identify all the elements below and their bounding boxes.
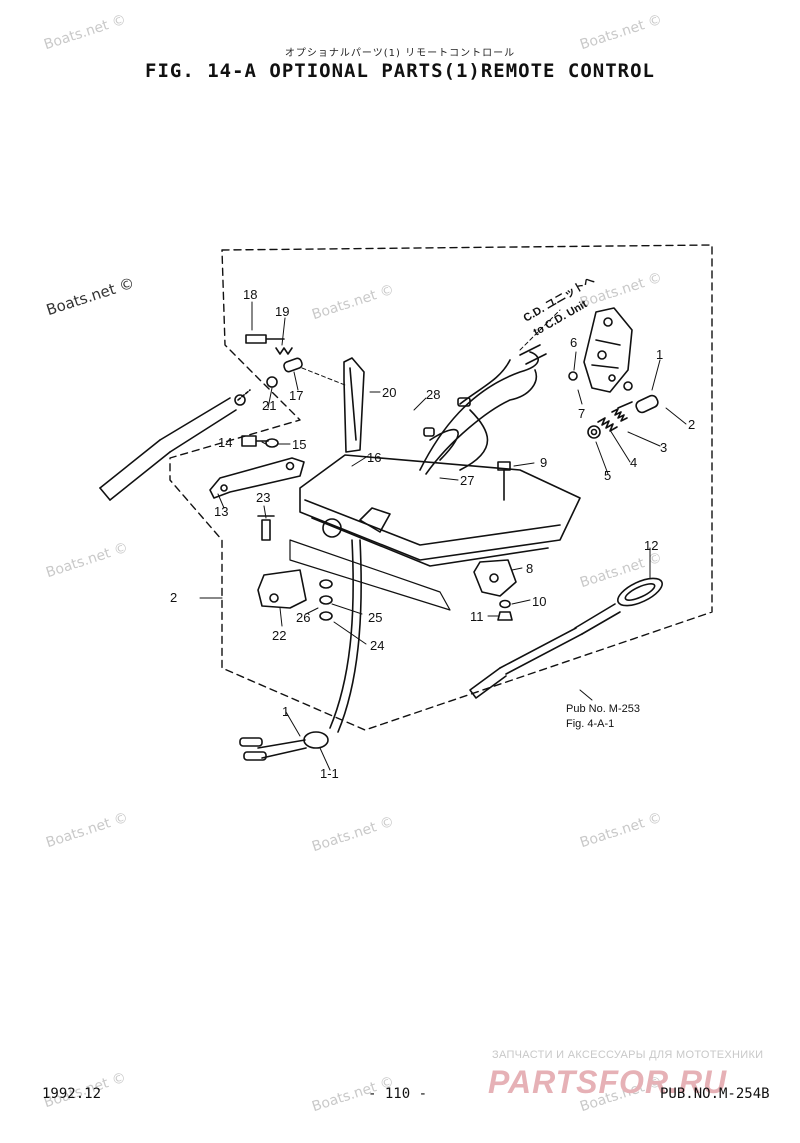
callout-6: 6	[570, 335, 577, 350]
callout-16: 16	[367, 450, 381, 465]
callout-3: 3	[660, 440, 667, 455]
callout-17: 17	[289, 388, 303, 403]
cable-bracket-part	[209, 457, 305, 499]
upper-fastener-set	[245, 334, 346, 388]
callout-15: 15	[292, 437, 306, 452]
callout-18: 18	[243, 287, 257, 302]
shop-tagline: ЗАПЧАСТИ И АКСЕССУАРЫ ДЛЯ МОТОТЕХНИКИ	[492, 1049, 764, 1061]
callout-26: 26	[296, 610, 310, 625]
mount-bracket-8	[473, 559, 517, 621]
callout-2-upper: 2	[688, 417, 695, 432]
callout-1-upper: 1	[656, 347, 663, 362]
callout-7: 7	[578, 406, 585, 421]
callout-13: 13	[214, 504, 228, 519]
leader-lines	[199, 301, 687, 771]
callout-27: 27	[460, 473, 474, 488]
callout-labels: 18 19 21 17 20 28 16 27 9 6 7 1 2 3 4 5 …	[170, 273, 695, 781]
callout-5: 5	[604, 468, 611, 483]
callout-25: 25	[368, 610, 382, 625]
callout-14: 14	[218, 435, 232, 450]
wiring-harness	[419, 344, 547, 475]
callout-10: 10	[532, 594, 546, 609]
callout-24: 24	[370, 638, 384, 653]
callout-20: 20	[382, 385, 396, 400]
pub-reference: Pub No. M-253	[566, 703, 640, 715]
footer-page-number: - 110 -	[368, 1086, 428, 1102]
figure-title: FIG. 14-A OPTIONAL PARTS(1)REMOTE CONTRO…	[145, 60, 655, 82]
control-lever-part	[343, 357, 365, 453]
fig-reference: Fig. 4-A-1	[566, 718, 614, 730]
callout-1: 1	[282, 704, 289, 719]
shop-logo: PARTSFOR.RU	[488, 1064, 728, 1100]
callout-8: 8	[526, 561, 533, 576]
throttle-cable-left	[99, 389, 251, 501]
callout-28: 28	[426, 387, 440, 402]
lower-bracket-part	[257, 515, 333, 621]
bolt-washer-pair	[241, 435, 279, 448]
title-japanese: オプショナルパーツ(1) リモートコントロール	[284, 48, 516, 59]
callout-21: 21	[262, 398, 276, 413]
shift-cable-right	[469, 577, 663, 699]
callout-4: 4	[630, 455, 637, 470]
callout-11: 11	[470, 609, 484, 624]
bracket-plate-part	[583, 307, 633, 393]
callout-12: 12	[644, 538, 658, 553]
remote-control-housing	[289, 454, 581, 611]
footer-publication-number: PUB.NO.M-254B	[660, 1086, 770, 1102]
spring-pin-set	[568, 371, 659, 439]
callout-9: 9	[540, 455, 547, 470]
callout-19: 19	[275, 304, 289, 319]
assembly-boundary	[169, 244, 713, 731]
callout-2: 2	[170, 590, 177, 605]
callout-23: 23	[256, 490, 270, 505]
footer-date: 1992.12	[42, 1086, 102, 1102]
bolt-9	[497, 461, 511, 501]
callout-1-1: 1-1	[320, 766, 339, 781]
harness-cable-down	[239, 539, 362, 761]
callout-22: 22	[272, 628, 286, 643]
